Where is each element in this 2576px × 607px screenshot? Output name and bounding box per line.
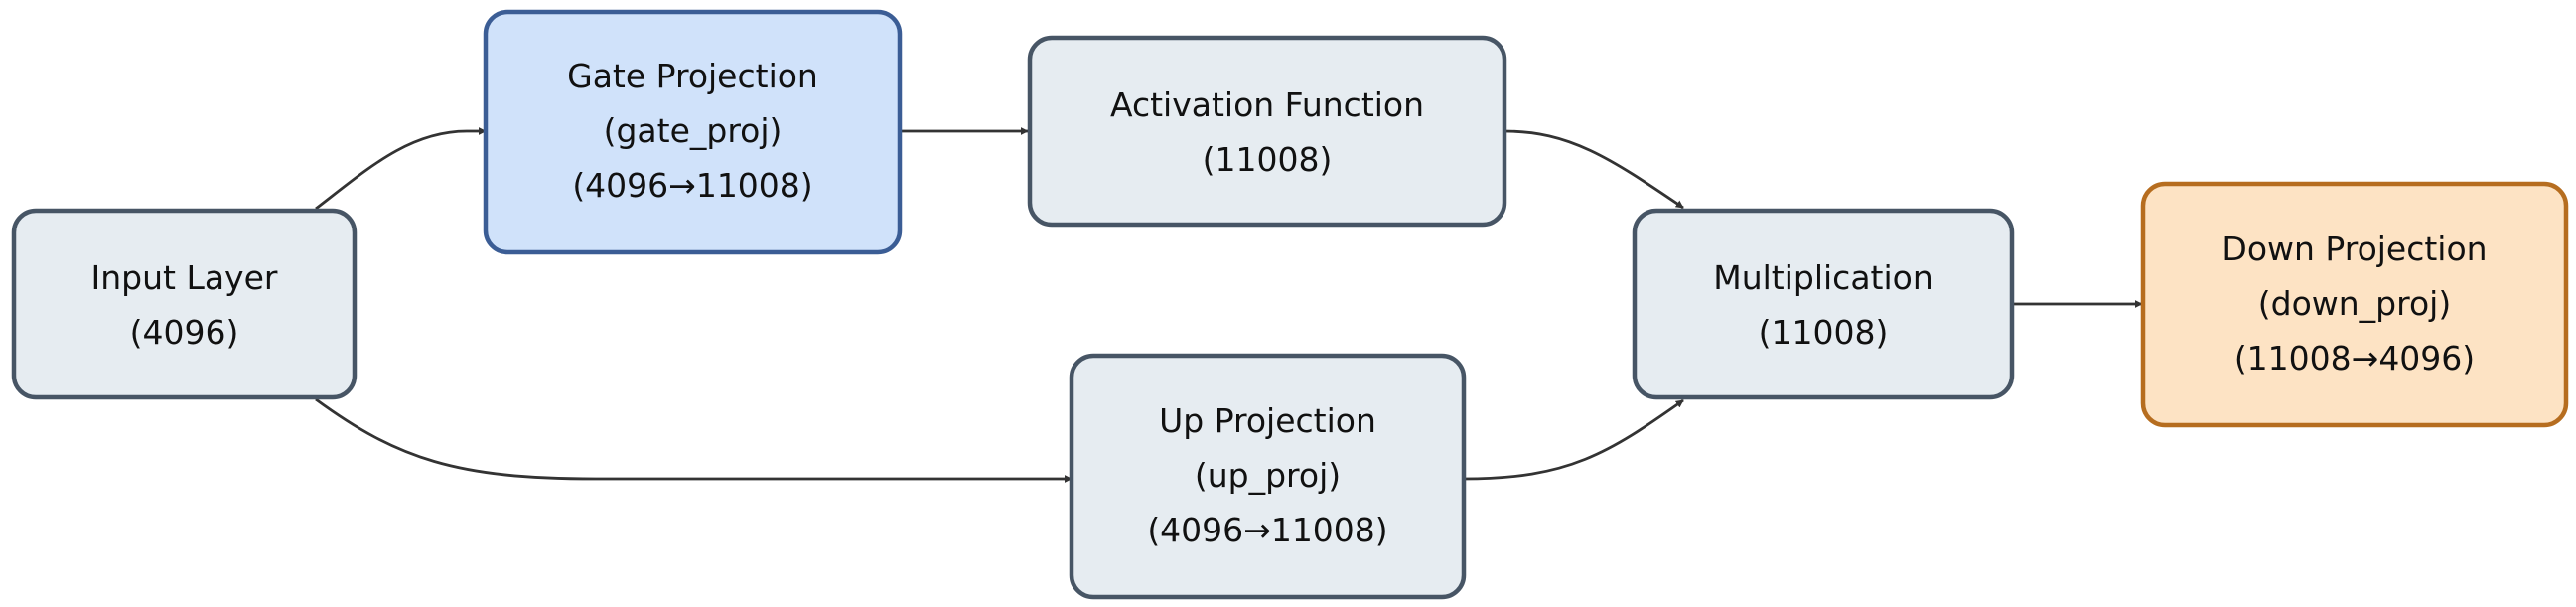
gate-projection-dims: (4096→11008) xyxy=(572,166,812,205)
down-projection-name: (down_proj) xyxy=(2258,284,2451,323)
activation-function-size: (11008) xyxy=(1203,140,1333,179)
node-gate-projection: Gate Projection (gate_proj) (4096→11008) xyxy=(483,9,903,255)
edge-up-to-multiplication xyxy=(1463,398,1684,481)
activation-function-title: Activation Function xyxy=(1110,85,1424,124)
edges xyxy=(315,127,2143,483)
node-down-projection: Down Projection (down_proj) (11008→4096) xyxy=(2140,181,2569,428)
input-layer-title: Input Layer xyxy=(91,258,278,297)
up-projection-title: Up Projection xyxy=(1159,401,1376,440)
down-projection-dims: (11008→4096) xyxy=(2234,339,2475,378)
multiplication-size: (11008) xyxy=(1759,313,1889,352)
multiplication-title: Multiplication xyxy=(1713,258,1933,297)
edge-activation-to-multiplication xyxy=(1503,129,1684,210)
node-input-layer: Input Layer (4096) xyxy=(11,208,358,400)
edge-input-to-gate xyxy=(315,127,487,211)
node-up-projection: Up Projection (up_proj) (4096→11008) xyxy=(1069,353,1467,600)
input-layer-size: (4096) xyxy=(130,313,239,352)
gate-projection-title: Gate Projection xyxy=(567,57,818,95)
down-projection-title: Down Projection xyxy=(2221,229,2487,268)
up-projection-name: (up_proj) xyxy=(1195,456,1341,495)
node-activation-function: Activation Function (11008) xyxy=(1027,35,1507,228)
edge-input-to-up xyxy=(315,397,1073,483)
gate-projection-name: (gate_proj) xyxy=(604,111,783,150)
up-projection-dims: (4096→11008) xyxy=(1147,511,1387,549)
node-multiplication: Multiplication (11008) xyxy=(1632,208,2015,400)
